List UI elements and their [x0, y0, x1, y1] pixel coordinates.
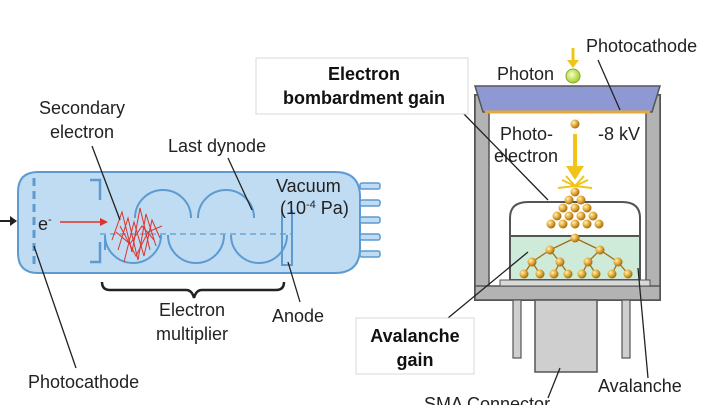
hpd-photocathode-label: Photocathode [586, 36, 697, 56]
diode-dome [509, 201, 641, 237]
avalanche-gain-leader [447, 251, 529, 319]
avalanche-gain-label-line2: gain [396, 350, 433, 370]
photocathode-leader [33, 245, 77, 369]
bombardment-gain-label-line2: bombardment gain [283, 88, 445, 108]
electron-symbol: e- [38, 214, 52, 234]
incoming-arrow-head [10, 216, 17, 226]
electron-multiplier-label: Electron [159, 300, 225, 320]
diode-substrate [499, 279, 651, 287]
anode-label: Anode [272, 306, 324, 326]
avalanche-diode-label: Avalanche [598, 376, 682, 396]
photomultiplier-tube: e- Secondary electron Last dynode Vacuum… [0, 98, 381, 392]
sma-connector [534, 299, 598, 373]
secondary-electron-label-line2: electron [50, 122, 114, 142]
avalanche-tree [523, 237, 629, 275]
photoelectron-ball [570, 119, 580, 129]
photoelectron-arrow-head [566, 166, 584, 180]
avalanche-electrons [519, 233, 633, 279]
photon-ball [565, 68, 581, 84]
housing-left-wall [474, 94, 490, 301]
vacuum-label: Vacuum [276, 176, 341, 196]
voltage-label: -8 kV [598, 124, 640, 144]
impact-burst [557, 175, 593, 189]
photon-arrow-head [567, 60, 579, 68]
avalanche-diode-leader [637, 267, 649, 379]
photocathode-leader-right [597, 59, 621, 111]
tube-pins [359, 182, 381, 258]
secondary-electron-cascade [111, 207, 163, 263]
last-dynode-leader [227, 157, 253, 211]
photon-label: Photon [497, 64, 554, 84]
photocathode-window [473, 85, 662, 113]
bombardment-leader [461, 111, 549, 201]
bombardment-gain-label: Electron [328, 64, 400, 84]
tube-envelope [17, 171, 361, 274]
avalanche-region [509, 235, 641, 281]
avalanche-gain-box [355, 317, 475, 375]
primary-electron-arrowhead [100, 218, 108, 226]
connector-pin-left [512, 299, 522, 359]
pressure-label: (10-4 Pa) [280, 198, 349, 218]
secondary-electron-leader [91, 145, 121, 221]
bombardment-gain-box [255, 57, 469, 115]
last-dynode-label: Last dynode [168, 136, 266, 156]
focusing-electrode [90, 178, 102, 264]
dynodes [104, 189, 293, 266]
anode-shape [281, 210, 293, 266]
anode-leader [287, 261, 301, 303]
secondary-electron-label: Secondary [39, 98, 125, 118]
photoelectron-label: Photo- [500, 124, 553, 144]
sma-connector-leader [547, 367, 561, 399]
pmt-photocathode-label: Photocathode [28, 372, 139, 392]
avalanche-gain-label: Avalanche [370, 326, 459, 346]
connector-pin-right [621, 299, 631, 359]
multiplier-brace [100, 281, 286, 299]
housing-right-wall [645, 94, 661, 301]
photoelectron-label-line2: electron [494, 146, 558, 166]
electron-multiplier-label-line2: multiplier [156, 324, 228, 344]
housing-base [474, 285, 661, 301]
bombardment-electrons [546, 187, 604, 229]
sma-connector-label: SMA Connector [424, 394, 550, 405]
last-dynode-shape [230, 234, 288, 264]
hybrid-photodetector: Photocathode Photon Photo- electron -8 k… [255, 36, 697, 405]
